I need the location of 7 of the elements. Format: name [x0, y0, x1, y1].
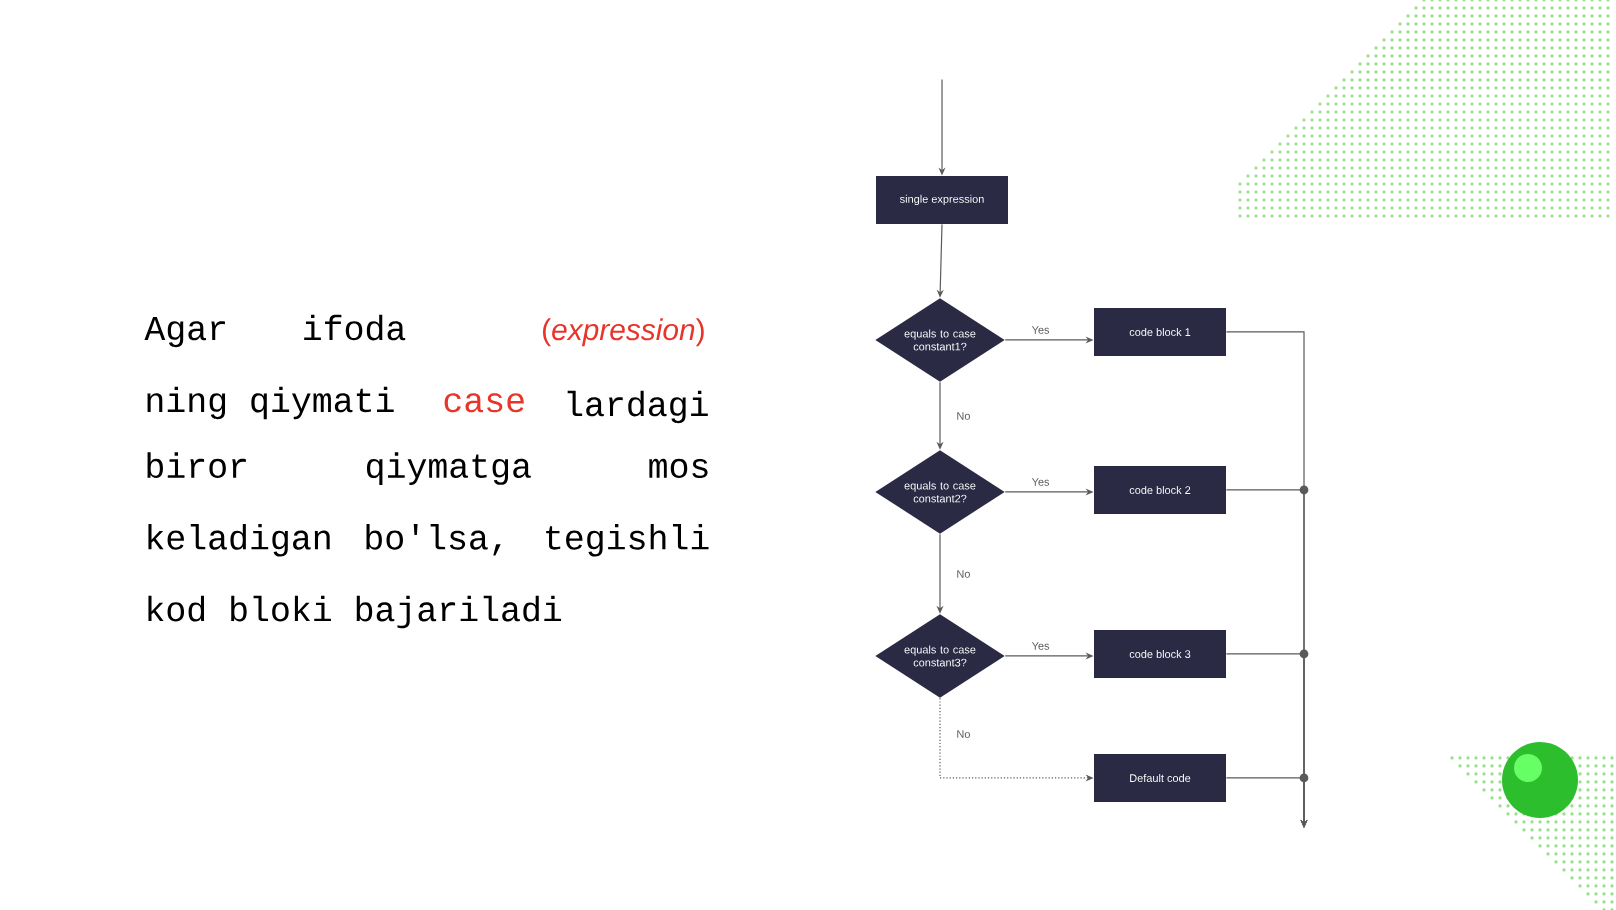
paragraph-text: case	[444, 393, 524, 413]
arrow	[1225, 777, 1308, 828]
paragraph-text: Agar ifoda	[144, 314, 406, 348]
paragraph-text: biror qiymatga mos keladigan bo'lsa, tegishli kod bloki bajariladi	[147, 452, 709, 629]
paragraph-text: ning qiymati	[147, 386, 394, 420]
paragraph-text: (expression)	[543, 318, 704, 347]
paragraph-text: lardagi	[567, 390, 708, 424]
